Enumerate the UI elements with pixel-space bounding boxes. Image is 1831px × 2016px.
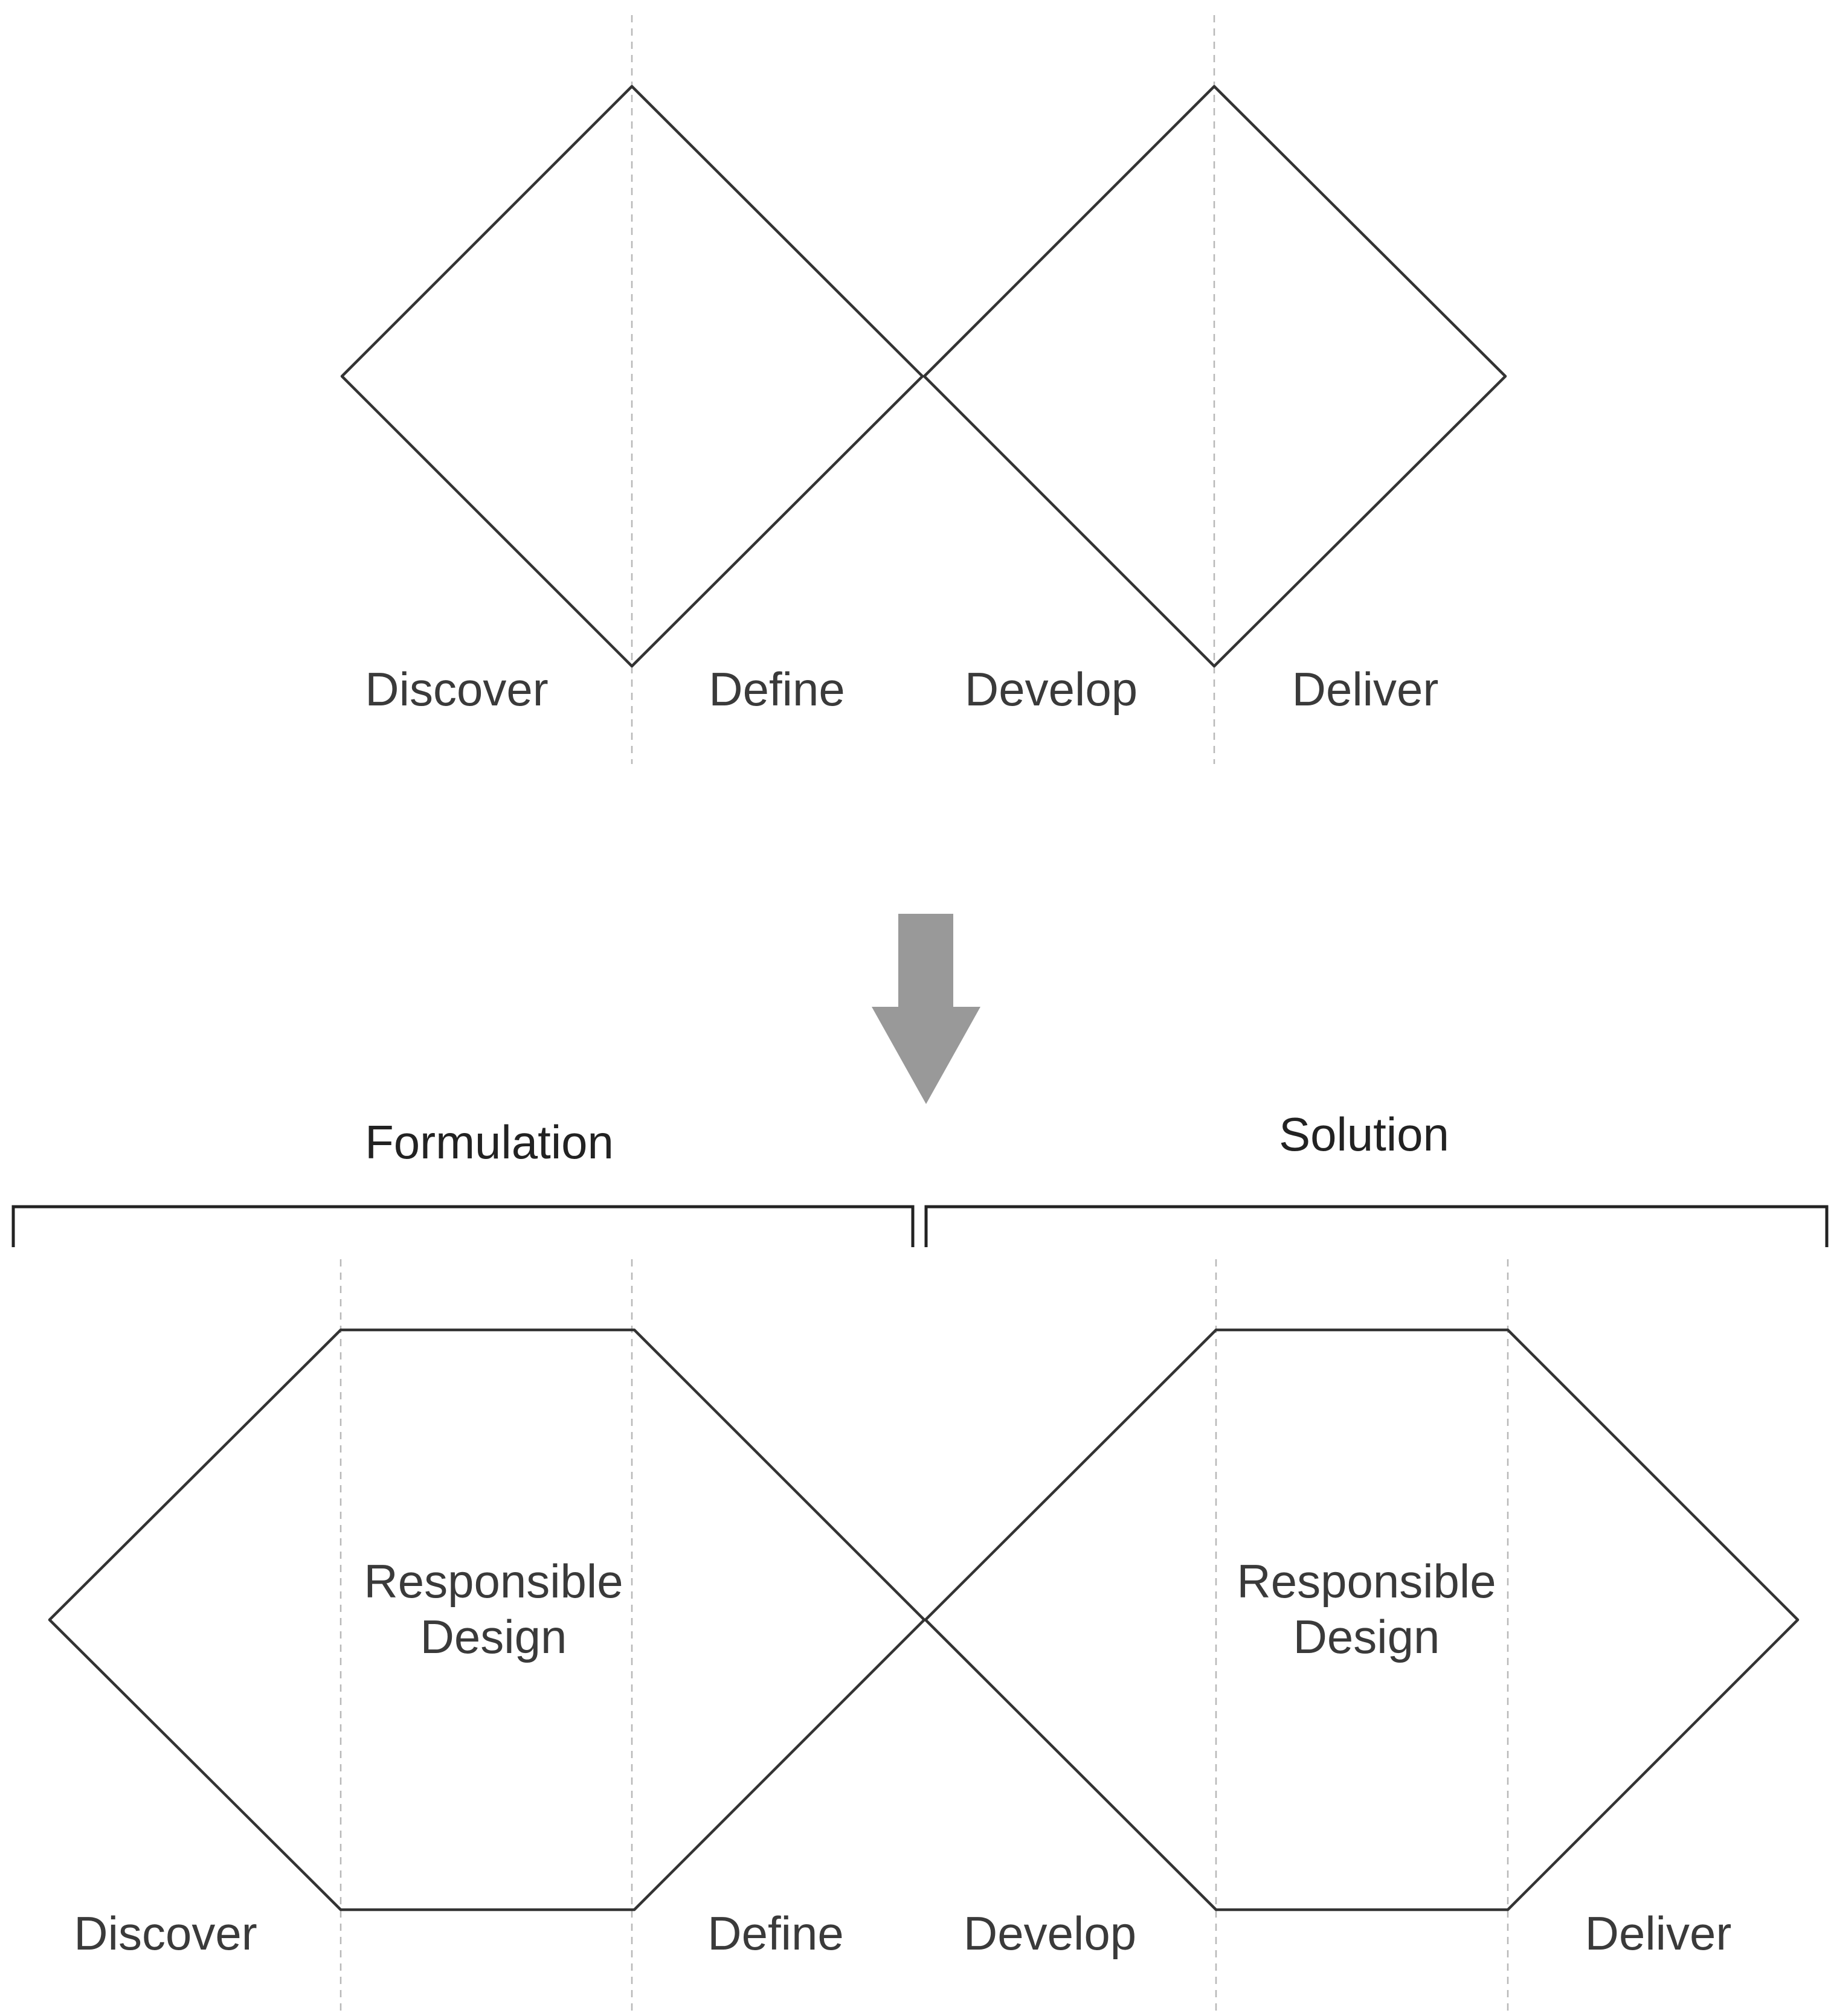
top-diagram: Discover Define Develop Deliver xyxy=(340,15,1507,764)
solution-center-label-line-1: Responsible xyxy=(1237,1555,1496,1608)
hexagon-formulation xyxy=(48,1328,926,1912)
top-diamond-discover-define xyxy=(340,85,924,668)
top-phase-develop: Develop xyxy=(965,663,1138,716)
bracket-solution xyxy=(924,1205,1829,1247)
bottom-diagram: Formulation Solution Responsible Design … xyxy=(11,1108,1829,2016)
top-diamond-develop-deliver xyxy=(922,85,1507,668)
bottom-phase-define: Define xyxy=(707,1907,843,1960)
group-heading-solution: Solution xyxy=(1279,1108,1449,1161)
bottom-phase-discover: Discover xyxy=(74,1907,257,1960)
formulation-center-label-line-2: Design xyxy=(420,1610,567,1663)
solution-center-label-line-2: Design xyxy=(1293,1610,1440,1663)
hexagon-solution xyxy=(924,1328,1800,1912)
bottom-phase-deliver: Deliver xyxy=(1585,1907,1732,1960)
bottom-phase-develop: Develop xyxy=(964,1907,1136,1960)
down-arrow-icon xyxy=(872,914,980,1104)
bracket-formulation xyxy=(11,1205,915,1247)
top-phase-deliver: Deliver xyxy=(1292,663,1439,716)
group-heading-formulation: Formulation xyxy=(365,1116,614,1169)
top-phase-discover: Discover xyxy=(365,663,548,716)
top-phase-define: Define xyxy=(709,663,845,716)
formulation-center-label-line-1: Responsible xyxy=(364,1555,623,1608)
